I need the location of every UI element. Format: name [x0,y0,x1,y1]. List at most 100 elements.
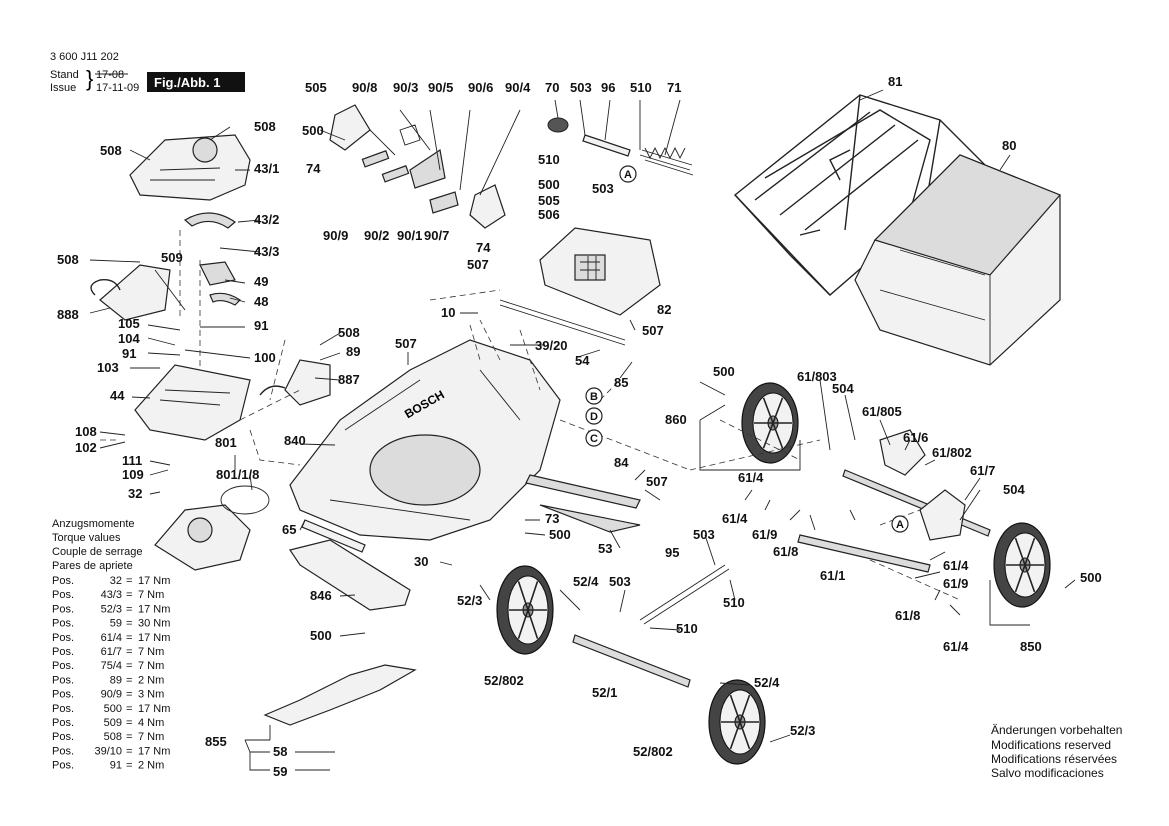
callout-500b: 500 [538,177,560,192]
callout-43-1: 43/1 [254,161,279,176]
rail-84 [525,474,641,509]
callout-61-6: 61/6 [903,430,928,445]
torque-part: 91 [110,760,122,772]
figure-label: Fig./Abb. 1 [154,75,220,90]
guide-846 [289,539,411,611]
callout-32: 32 [128,486,142,501]
callout-508b: 508 [100,143,122,158]
rail-53 [539,504,641,533]
callout-104: 104 [118,331,140,346]
callout-850: 850 [1020,639,1042,654]
callout-504b: 504 [1003,482,1025,497]
callout-61-803: 61/803 [797,369,837,384]
ref-label-A1: A [624,169,632,181]
control-module [90,264,171,321]
callout-59: 59 [273,764,287,779]
cover-seal-arc [183,212,236,229]
figure-label-box: Fig./Abb. 1 [147,72,245,92]
callout-509: 509 [161,250,183,265]
callout-507c: 507 [642,323,664,338]
callout-507b: 507 [395,336,417,351]
ref-circle-A2 [891,515,909,533]
callout-503b: 503 [592,181,614,196]
height-lever-assembly [329,104,506,229]
torque-value: 7 Nm [138,646,164,658]
wheel [741,382,799,464]
callout-53: 53 [598,541,612,556]
torque-pos: Pos. [52,689,74,701]
torque-value: 7 Nm [138,589,164,601]
grass-bag [854,154,1062,366]
callout-500f: 500 [1080,570,1102,585]
callout-61-7: 61/7 [970,463,995,478]
torque-part: 32 [110,575,122,587]
callout-91b: 91 [122,346,136,361]
wheel [496,565,554,655]
stand-label: Stand [50,69,79,81]
wheel [708,679,766,765]
torque-title-0: Anzugsmomente [52,518,135,530]
callout-96: 96 [601,80,615,95]
wheel [993,522,1051,608]
torque-pos: Pos. [52,660,74,672]
callout-81: 81 [888,74,902,89]
rod-95 [639,564,730,625]
callout-89: 89 [346,344,360,359]
front-axle-52-1 [572,634,691,688]
ref-circle-D [585,407,603,425]
ref-circle-B [585,387,603,405]
callout-90-2: 90/2 [364,228,389,243]
callout-855: 855 [205,734,227,749]
callout-90-3: 90/3 [393,80,418,95]
callout-61-802: 61/802 [932,445,972,460]
callout-108: 108 [75,424,97,439]
callout-52-3a: 52/3 [457,593,482,608]
callout-505: 505 [305,80,327,95]
torque-value: 2 Nm [138,760,164,772]
motor-cover [129,134,251,201]
gearbox [919,489,966,541]
brace: } [86,66,93,91]
torque-value: 2 Nm [138,674,164,686]
callout-105: 105 [118,316,140,331]
ref-label-B: B [590,391,598,403]
torque-value: 7 Nm [138,660,164,672]
callout-43-2: 43/2 [254,212,279,227]
callout-61-805: 61/805 [862,404,902,419]
torque-part: 90/9 [101,689,122,701]
note-line-2: Modifications reserved [991,738,1111,752]
ref-label-A2: A [896,519,904,531]
ref-label-D: D [590,411,598,423]
callout-61-4b: 61/4 [722,511,748,526]
callout-500d: 500 [310,628,332,643]
torque-pos: Pos. [52,674,74,686]
callout-54: 54 [575,353,590,368]
callout-49: 49 [254,274,268,289]
module-887 [259,359,331,406]
torque-part: 509 [104,717,122,729]
torque-value: 17 Nm [138,703,170,715]
torque-title-3: Pares de apriete [52,560,133,572]
torque-part: 59 [110,618,122,630]
torque-equals: = [126,575,132,587]
torque-part: 75/4 [101,660,122,672]
callout-860: 860 [665,412,687,427]
callout-10: 10 [441,305,455,320]
torque-pos: Pos. [52,646,74,658]
blade [263,664,417,726]
callout-500c: 500 [549,527,571,542]
callout-52-3b: 52/3 [790,723,815,738]
torque-pos: Pos. [52,717,74,729]
callout-61-8b: 61/8 [895,608,920,623]
torque-part: 52/3 [101,603,122,615]
torque-part: 61/4 [101,632,122,644]
callout-84: 84 [614,455,629,470]
callout-840: 840 [284,433,306,448]
callout-61-8a: 61/8 [773,544,798,559]
callout-44: 44 [110,388,125,403]
torque-equals: = [126,760,132,772]
switch-housing [199,261,236,286]
callout-90-1: 90/1 [397,228,422,243]
callout-90-9: 90/9 [323,228,348,243]
